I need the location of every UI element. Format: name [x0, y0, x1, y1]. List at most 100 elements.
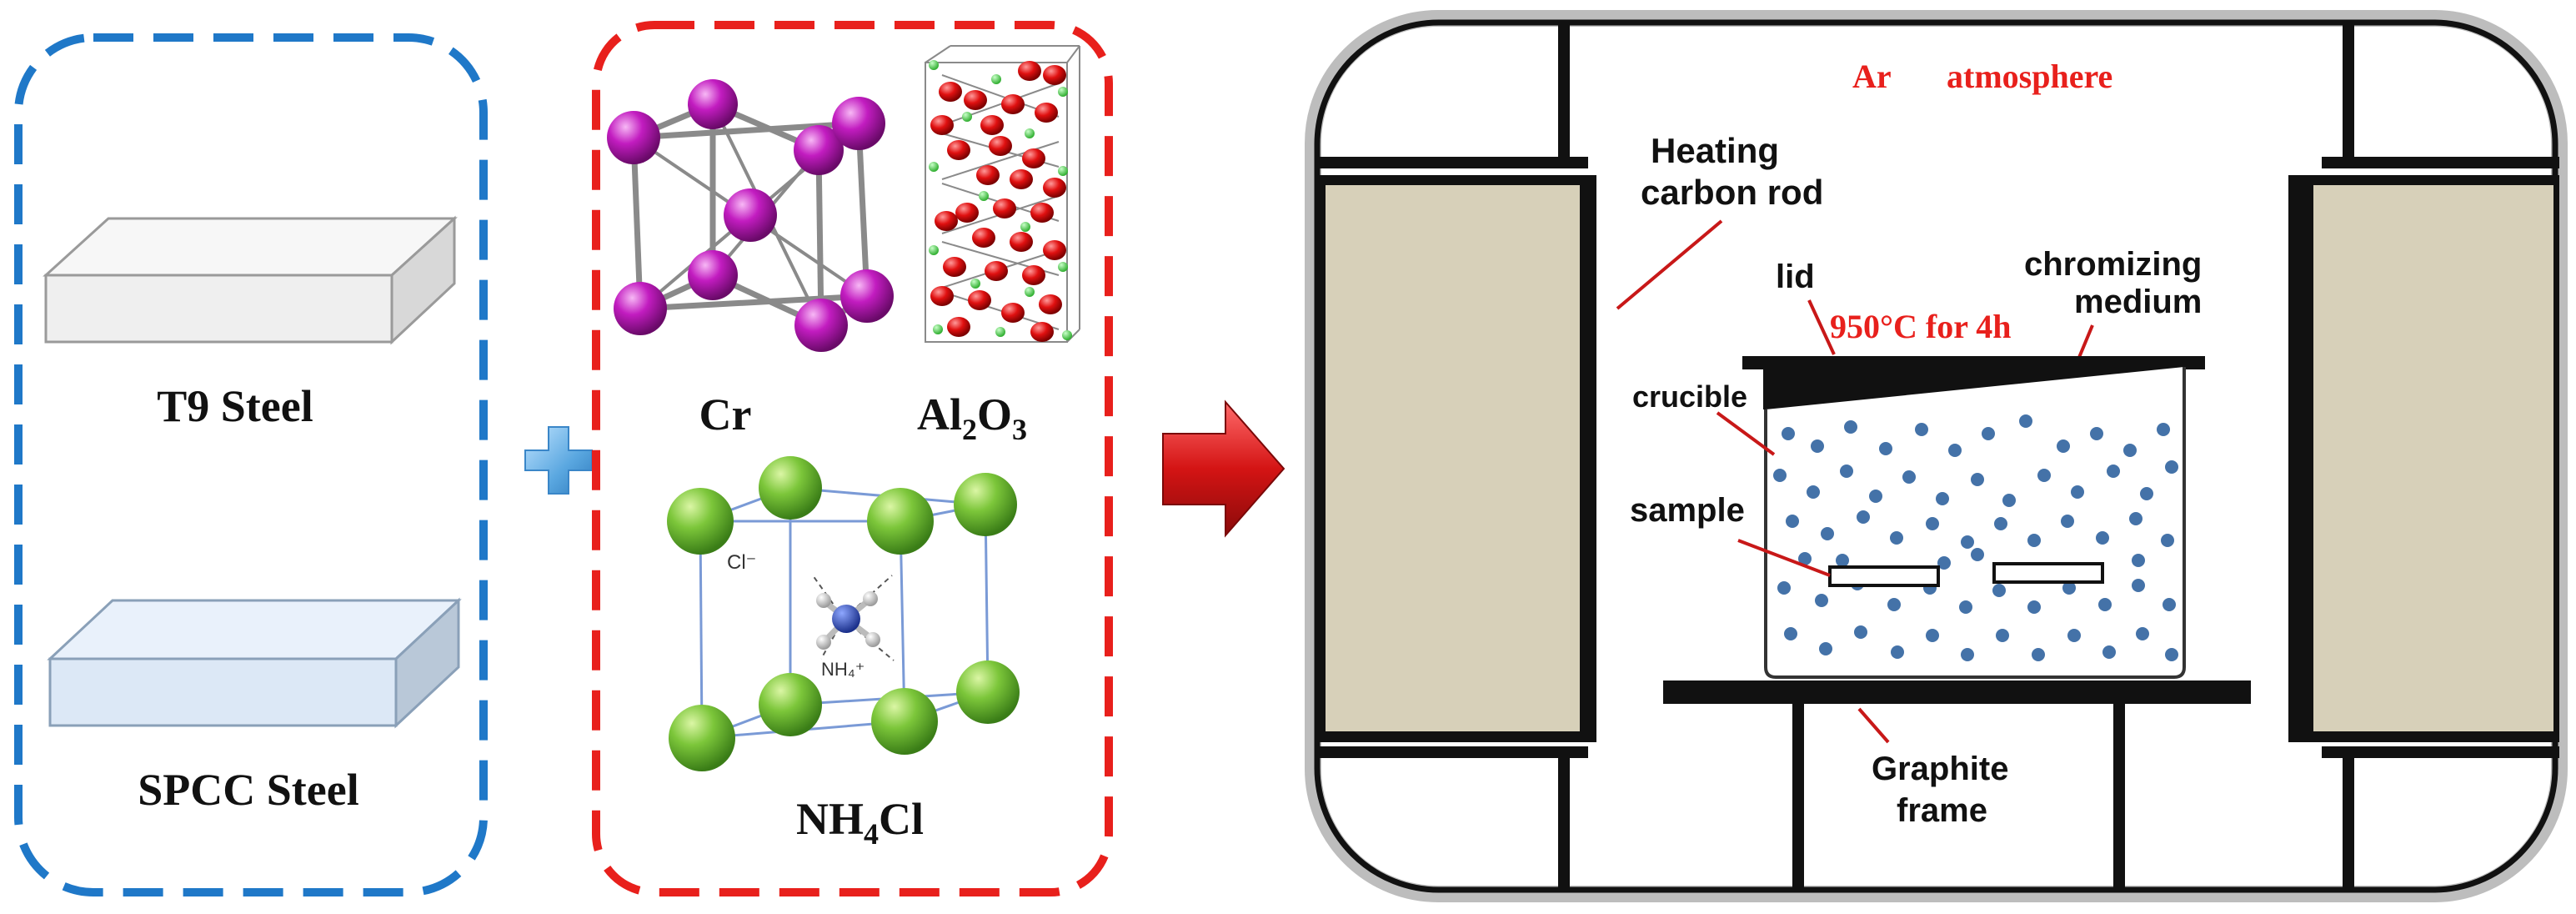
cr-atom	[794, 299, 848, 352]
graphite-frame-label-line2: frame	[1897, 792, 1987, 829]
o-atom	[1022, 265, 1045, 285]
al-atom	[933, 324, 943, 334]
o-atom	[1001, 94, 1025, 114]
al-atom	[1058, 87, 1068, 97]
condition-label: 950°C for 4h	[1830, 308, 2011, 345]
al-atom	[1058, 262, 1068, 272]
medium-label-line1: chromizing	[2024, 246, 2202, 283]
o-atom	[1022, 148, 1045, 168]
h-atom	[816, 593, 831, 608]
cr-label: Cr	[699, 389, 752, 439]
heating-rod-leader	[1616, 219, 1723, 310]
o-atom	[930, 115, 954, 135]
al2o3-crystal	[925, 45, 1080, 343]
crucible-lid	[1742, 356, 2205, 369]
cr-atom	[724, 188, 777, 242]
o-atom	[976, 165, 1000, 185]
cl-ion-label: Cl⁻	[727, 551, 756, 574]
sample-piece	[1828, 565, 1940, 587]
process-arrow-icon	[1162, 399, 1285, 538]
o-atom	[1035, 103, 1058, 123]
cr-atom	[614, 282, 667, 335]
cl-atom	[669, 705, 735, 771]
o-atom	[955, 203, 979, 223]
aluminum-atoms	[929, 60, 1072, 340]
graphite-frame-label-line1: Graphite	[1872, 751, 2008, 787]
nh4cl-label: NH4Cl	[796, 794, 924, 851]
lid-leader	[1807, 299, 1836, 355]
o-atom	[1001, 303, 1025, 323]
atmosphere-label: atmosphere	[1947, 58, 2112, 95]
h-atom	[863, 591, 878, 606]
o-atom	[943, 257, 966, 277]
cr-atom	[688, 250, 738, 300]
o-atom	[972, 228, 995, 248]
o-atom	[1030, 322, 1054, 342]
cr-atoms	[607, 79, 894, 352]
n-atom	[832, 605, 860, 633]
right-heating-rod	[2288, 175, 2559, 742]
h-atom	[816, 635, 831, 650]
h-atom	[865, 632, 880, 647]
al-atom	[979, 191, 989, 201]
cl-atom	[759, 456, 822, 520]
nh4-ion	[816, 591, 880, 650]
al-atom	[1058, 166, 1068, 176]
o-atom	[935, 211, 958, 231]
al-atom	[929, 60, 939, 70]
o-atom	[1039, 294, 1062, 314]
o-atom	[947, 140, 970, 160]
medium-label-line2: medium	[2074, 284, 2202, 320]
t9-steel-block	[43, 215, 458, 345]
al-atom	[970, 279, 980, 289]
o-atom	[1018, 61, 1041, 81]
graphite-frame-leader	[1857, 707, 1890, 744]
cl-atom	[667, 488, 734, 555]
left-heating-rod	[1317, 175, 1596, 742]
sample-leader	[1737, 539, 1831, 577]
o-atom	[985, 261, 1008, 281]
al-atom	[995, 327, 1005, 337]
crucible-leader	[1716, 411, 1776, 456]
cl-atom	[954, 473, 1017, 536]
medium-particles	[1773, 414, 2178, 661]
o-atom	[1030, 203, 1054, 223]
al-atom	[991, 74, 1001, 84]
al-atom	[962, 112, 972, 122]
o-atom	[939, 82, 962, 102]
al2o3-label: Al2O3	[917, 389, 1027, 446]
medium-dashed-border	[592, 21, 1113, 896]
crucible	[1764, 367, 2186, 679]
cr-atom	[607, 111, 660, 164]
substrate-panel: T9 Steel SPCC Steel	[14, 33, 488, 896]
al-atom	[929, 245, 939, 255]
lid-label: lid	[1776, 259, 1815, 295]
o-atom	[1010, 232, 1033, 252]
o-atom	[947, 317, 970, 337]
spcc-steel-label: SPCC Steel	[138, 765, 358, 815]
spcc-steel-block	[47, 597, 462, 729]
sample-label: sample	[1630, 492, 1745, 529]
crucible-label: crucible	[1632, 379, 1747, 414]
o-atom	[1043, 240, 1066, 260]
plus-icon	[524, 426, 593, 495]
cl-atom	[759, 673, 822, 736]
nh4cl-crystal: NH₄⁺ Cl⁻	[667, 456, 1020, 771]
al-atom	[1062, 330, 1072, 340]
heating-rod-label-line1: Heating	[1651, 131, 1779, 170]
cr-atom	[688, 79, 738, 129]
graphite-frame	[1663, 680, 2251, 891]
o-atom	[993, 198, 1016, 218]
al-atom	[1025, 128, 1035, 138]
cl-atom	[956, 660, 1020, 724]
sample-piece	[1992, 562, 2104, 584]
o-atom	[980, 115, 1004, 135]
substrate-dashed-border	[14, 33, 488, 896]
o-atom	[964, 90, 987, 110]
t9-steel-label: T9 Steel	[157, 381, 313, 431]
o-atom	[1010, 169, 1033, 189]
o-atom	[968, 290, 991, 310]
cr-atom	[832, 97, 885, 150]
cl-atom	[867, 488, 934, 555]
al-atom	[1025, 287, 1035, 297]
